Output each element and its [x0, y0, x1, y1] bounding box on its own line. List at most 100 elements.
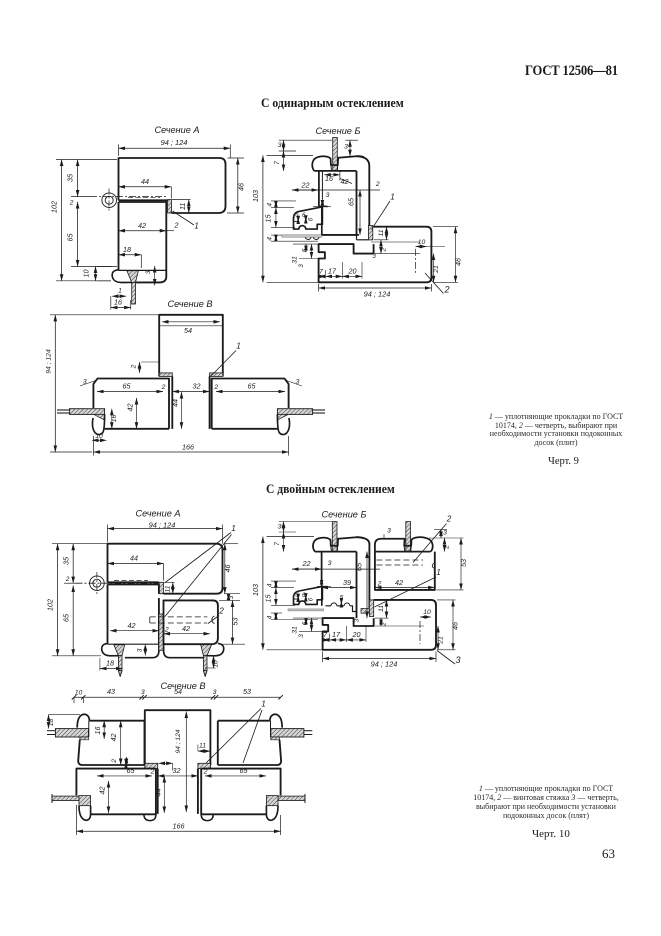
svg-text:10: 10 [423, 609, 431, 616]
svg-text:16: 16 [93, 727, 102, 735]
svg-text:10: 10 [95, 433, 103, 440]
svg-text:Сечение Б: Сечение Б [316, 126, 361, 136]
svg-text:94 ; 124: 94 ; 124 [46, 349, 53, 374]
svg-text:16: 16 [111, 415, 118, 423]
svg-text:1: 1 [118, 288, 122, 295]
svg-text:3: 3 [278, 524, 282, 531]
svg-text:11: 11 [165, 585, 172, 592]
svg-text:94 ; 124: 94 ; 124 [371, 660, 398, 669]
svg-text:32: 32 [173, 766, 181, 775]
svg-text:65: 65 [240, 766, 249, 775]
svg-text:Сечение В: Сечение В [160, 681, 205, 691]
svg-text:54: 54 [174, 687, 182, 696]
svg-text:44: 44 [171, 399, 180, 407]
svg-text:7: 7 [274, 542, 281, 546]
svg-text:102: 102 [50, 201, 59, 213]
svg-text:Сечение А: Сечение А [135, 509, 180, 519]
svg-text:4: 4 [266, 615, 273, 619]
svg-text:3: 3 [137, 648, 144, 652]
svg-text:15: 15 [263, 594, 272, 603]
svg-text:65: 65 [355, 562, 364, 571]
svg-text:3: 3 [387, 528, 391, 535]
svg-text:42: 42 [182, 624, 190, 633]
svg-text:94 ; 124: 94 ; 124 [364, 289, 391, 298]
svg-text:18: 18 [48, 719, 55, 727]
svg-text:6: 6 [308, 597, 315, 601]
svg-text:4: 4 [266, 583, 273, 587]
svg-text:6: 6 [308, 217, 315, 221]
svg-text:1: 1 [436, 568, 441, 577]
svg-text:2: 2 [203, 769, 208, 776]
svg-text:166: 166 [182, 442, 194, 451]
svg-text:1: 1 [261, 700, 266, 709]
svg-text:2: 2 [381, 247, 388, 252]
svg-text:3: 3 [296, 379, 300, 386]
svg-text:7: 7 [319, 268, 323, 275]
svg-text:17: 17 [328, 266, 337, 275]
svg-text:10: 10 [75, 690, 83, 697]
svg-text:46: 46 [237, 183, 246, 191]
svg-text:16: 16 [325, 174, 333, 183]
svg-text:2: 2 [150, 769, 155, 776]
svg-text:94 ; 124: 94 ; 124 [161, 138, 188, 147]
svg-text:6: 6 [302, 212, 306, 219]
svg-text:16: 16 [114, 298, 122, 307]
svg-text:3: 3 [443, 530, 447, 537]
svg-text:20: 20 [348, 266, 357, 275]
svg-text:1: 1 [194, 222, 199, 231]
svg-text:103: 103 [251, 584, 260, 596]
svg-text:42: 42 [395, 578, 403, 587]
svg-text:42: 42 [109, 734, 118, 742]
svg-text:3: 3 [326, 192, 330, 199]
svg-text:11: 11 [378, 605, 385, 612]
svg-text:94 ; 124: 94 ; 124 [149, 521, 176, 530]
svg-text:5: 5 [295, 592, 299, 599]
svg-text:2: 2 [161, 384, 166, 391]
svg-text:4: 4 [266, 237, 273, 241]
svg-text:46: 46 [223, 565, 232, 573]
svg-text:2: 2 [213, 384, 218, 391]
svg-text:3: 3 [354, 618, 361, 622]
svg-text:3: 3 [213, 689, 217, 696]
svg-text:2: 2 [69, 200, 74, 207]
svg-text:2: 2 [381, 622, 388, 627]
svg-text:42: 42 [138, 221, 146, 230]
svg-text:2: 2 [164, 627, 169, 634]
svg-text:42: 42 [128, 621, 136, 630]
svg-text:3: 3 [298, 264, 305, 268]
svg-text:6: 6 [302, 621, 309, 625]
svg-text:10: 10 [213, 660, 220, 668]
svg-text:18: 18 [123, 245, 131, 254]
svg-text:39: 39 [343, 578, 351, 587]
svg-text:31: 31 [292, 256, 299, 264]
svg-text:22: 22 [302, 559, 311, 568]
svg-text:11: 11 [178, 203, 187, 210]
svg-text:Сечение Б: Сечение Б [322, 510, 367, 520]
svg-text:44: 44 [153, 789, 162, 797]
svg-text:42: 42 [341, 177, 349, 186]
svg-text:5: 5 [295, 211, 299, 218]
svg-text:65: 65 [248, 382, 257, 391]
svg-text:3: 3 [372, 253, 376, 260]
svg-text:102: 102 [46, 599, 55, 611]
svg-text:1: 1 [236, 342, 241, 351]
svg-text:46: 46 [454, 258, 463, 266]
svg-text:7: 7 [323, 632, 327, 639]
svg-text:2: 2 [130, 364, 137, 369]
svg-text:65: 65 [127, 766, 136, 775]
svg-text:1: 1 [390, 193, 395, 202]
svg-text:7: 7 [274, 161, 281, 165]
svg-text:2: 2 [446, 515, 452, 524]
svg-text:94 ; 124: 94 ; 124 [175, 729, 182, 753]
svg-text:3: 3 [278, 142, 282, 149]
svg-text:6: 6 [302, 592, 306, 599]
svg-text:42: 42 [98, 787, 107, 795]
svg-text:2: 2 [111, 759, 118, 764]
svg-text:53: 53 [243, 687, 251, 696]
svg-text:2: 2 [65, 576, 70, 583]
svg-text:22: 22 [301, 181, 310, 190]
svg-text:54: 54 [184, 326, 192, 335]
svg-text:65: 65 [347, 197, 356, 206]
svg-text:2: 2 [218, 607, 224, 616]
svg-text:44: 44 [130, 554, 138, 563]
